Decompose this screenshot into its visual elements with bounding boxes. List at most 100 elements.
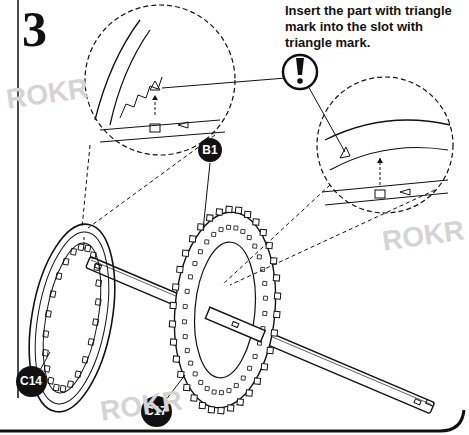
- gear-tooth: [199, 402, 206, 409]
- gear-hole: [185, 289, 189, 293]
- ring-tooth: [60, 385, 66, 392]
- callout-circle: B1: [198, 138, 222, 162]
- gear-tooth: [169, 321, 176, 328]
- gear-tooth: [226, 206, 233, 213]
- gear-hole: [193, 372, 197, 376]
- gear-hole: [183, 304, 187, 308]
- gear-tooth: [260, 229, 267, 236]
- gear-hole: [219, 227, 223, 231]
- gear-hole: [193, 261, 197, 265]
- detail-magnifier: [82, 5, 235, 250]
- gear-hole: [219, 390, 223, 394]
- gear-tooth: [218, 407, 225, 414]
- gear-hole: [205, 386, 209, 390]
- gear-tooth: [274, 293, 281, 300]
- gear-hole: [212, 232, 216, 236]
- gear-hole: [227, 388, 231, 392]
- gear-tooth: [246, 390, 253, 397]
- gear-tooth: [254, 378, 261, 385]
- gear-hole: [263, 281, 267, 285]
- gear-hole: [234, 226, 238, 230]
- ring-tooth: [90, 252, 96, 259]
- ring-tooth: [45, 310, 51, 317]
- gear-part: [161, 202, 289, 418]
- gear-hole: [263, 311, 267, 315]
- gear-hole: [257, 255, 261, 259]
- gear-tooth: [267, 347, 274, 354]
- gear-tooth: [208, 407, 215, 414]
- panel-border: [17, 0, 19, 398]
- callout-number: B1: [202, 144, 217, 156]
- gear-tooth: [207, 215, 214, 222]
- detail-magnifier: [222, 77, 453, 285]
- ring-tooth: [75, 371, 81, 378]
- gear-tooth: [173, 356, 180, 363]
- instruction-note: Insert the part with triangle mark into …: [285, 3, 465, 51]
- ring-tooth: [94, 264, 100, 271]
- gear-hole: [234, 383, 238, 387]
- gear-hole: [247, 366, 251, 370]
- ring-tooth: [88, 339, 94, 346]
- gear-tooth: [182, 250, 189, 257]
- ring-tooth: [44, 365, 50, 372]
- gear-tooth: [172, 284, 179, 291]
- gear-hole: [212, 390, 216, 394]
- gear-hole: [205, 240, 209, 244]
- gear-tooth: [170, 339, 177, 346]
- gear-tooth: [227, 405, 234, 412]
- gear-hole: [183, 334, 187, 338]
- ring-tooth: [78, 244, 84, 251]
- ring-tooth: [96, 280, 102, 287]
- gear-hole: [198, 250, 202, 254]
- warning-icon: [162, 55, 345, 152]
- ring-tooth: [82, 356, 88, 363]
- gear-hole: [241, 376, 245, 380]
- bar-part: [205, 307, 265, 341]
- gear-hole: [185, 348, 189, 352]
- gear-hole: [263, 296, 267, 300]
- gear-hole: [253, 244, 257, 248]
- gear-tooth: [273, 275, 280, 282]
- ring-tooth: [63, 258, 69, 265]
- ring-tooth: [50, 291, 56, 298]
- gear-tooth: [170, 302, 177, 309]
- gear-tooth: [261, 364, 268, 371]
- gear-tooth: [177, 266, 184, 273]
- ring-tooth: [71, 248, 77, 255]
- gear-tooth: [237, 399, 244, 406]
- step-number: 3: [22, 4, 47, 54]
- ring-tooth: [43, 331, 49, 338]
- gear-hole: [189, 361, 193, 365]
- gear-tooth: [271, 330, 278, 337]
- gear-tooth: [189, 236, 196, 243]
- gear-hole: [226, 225, 230, 229]
- leader-line: [39, 163, 210, 401]
- gear-hole: [247, 235, 251, 239]
- ring-tooth: [48, 377, 54, 384]
- gear-tooth: [274, 311, 281, 318]
- gear-hole: [182, 320, 186, 324]
- gear-tooth: [244, 211, 251, 218]
- gear-hole: [199, 380, 203, 384]
- gear-tooth: [191, 395, 198, 402]
- gear-hole: [253, 354, 257, 358]
- gear-tooth: [184, 384, 191, 391]
- watermark: ROKR: [380, 216, 466, 255]
- ring-tooth: [56, 273, 62, 280]
- gear-tooth: [235, 207, 242, 214]
- panel-border: [0, 410, 464, 431]
- ring-tooth: [85, 245, 91, 252]
- ring-tooth: [67, 381, 73, 388]
- watermark: ROKR: [98, 386, 184, 425]
- callout-number: C14: [20, 375, 42, 387]
- callout-circle: C14: [16, 366, 47, 397]
- gear-hole: [188, 275, 192, 279]
- ring-tooth: [95, 299, 101, 306]
- ring-tooth: [42, 349, 48, 356]
- ring-tooth: [93, 319, 99, 326]
- gear-tooth: [253, 219, 260, 226]
- ring-part: [16, 217, 128, 418]
- gear-tooth: [216, 209, 223, 216]
